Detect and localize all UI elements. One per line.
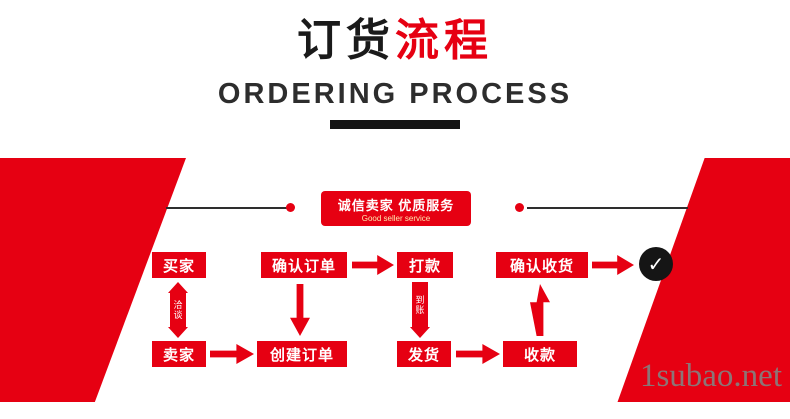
arrow-right-confirm-receipt-to-check <box>592 255 634 275</box>
flow-box-ship: 发货 <box>397 341 451 367</box>
flow-box-confirm-order: 确认订单 <box>261 252 347 278</box>
service-banner: 诚信卖家 优质服务 Good seller service <box>321 191 471 226</box>
check-icon: ✓ <box>639 247 673 281</box>
negotiate-label: 洽谈 <box>170 293 186 327</box>
service-banner-title: 诚信卖家 优质服务 <box>337 198 455 213</box>
flow-box-confirm-receipt: 确认收货 <box>496 252 588 278</box>
flow-box-seller: 卖家 <box>152 341 206 367</box>
arrowhead-down-icon <box>410 327 430 338</box>
arrowhead-down-icon <box>168 327 188 338</box>
page-subtitle: ORDERING PROCESS <box>217 78 573 110</box>
arrow-down-pay-to-ship: 到账 <box>410 282 430 338</box>
arrive-label: 到账 <box>412 282 428 327</box>
arrow-right-ship-to-collect <box>456 344 500 364</box>
right-connector-dot <box>515 203 524 212</box>
title-underline-bar <box>330 120 460 129</box>
arrow-right-seller-to-create-order <box>210 344 254 364</box>
title-cn-red: 流程 <box>395 16 493 65</box>
watermark: 1subao.net <box>639 358 782 394</box>
arrow-right-confirm-order-to-pay <box>352 255 394 275</box>
arrow-up-collect-to-confirm-receipt <box>530 284 550 336</box>
arrow-down-confirm-order-to-create-order <box>290 284 310 336</box>
arrow-double-buyer-seller: 洽谈 <box>168 282 188 338</box>
arrowhead-up-icon <box>168 282 188 293</box>
right-connector-line <box>527 207 688 209</box>
flow-box-pay: 打款 <box>397 252 453 278</box>
service-banner-subtitle: Good seller service <box>361 214 431 223</box>
title-cn-black: 订货 <box>297 16 395 65</box>
left-connector-dot <box>286 203 295 212</box>
left-connector-line <box>166 207 287 209</box>
flow-box-buyer: 买家 <box>152 252 206 278</box>
page-title: 订货流程 <box>0 14 790 68</box>
flow-box-collect: 收款 <box>503 341 577 367</box>
flow-box-create-order: 创建订单 <box>257 341 347 367</box>
